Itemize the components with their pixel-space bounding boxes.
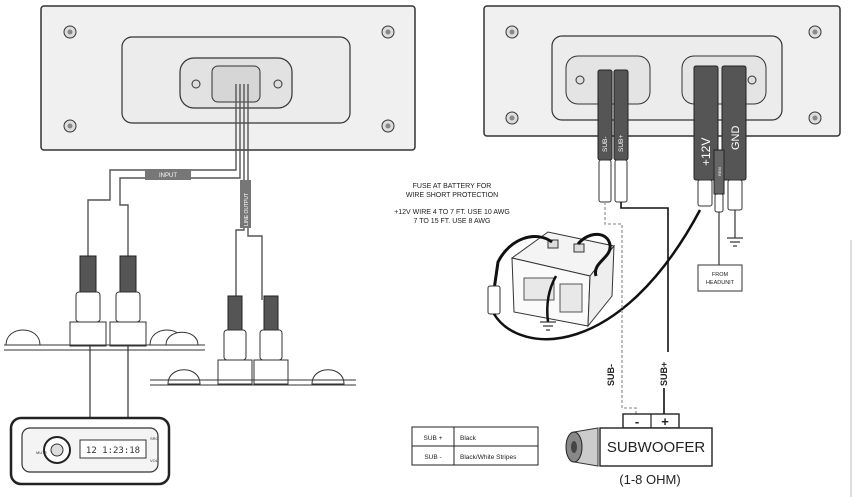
left-amplifier — [40, 5, 416, 151]
legend-terminal: SUB - — [424, 454, 441, 461]
subwoofer-box — [599, 427, 713, 467]
sub-minus-wire — [604, 202, 637, 414]
wire-label-sub-minus: SUB- — [606, 364, 616, 386]
left-rca-wiring — [87, 84, 263, 300]
ferrule-icon — [697, 179, 743, 213]
headunit-button: MUTE — [36, 450, 48, 455]
line-output-label: LINE OUTPUT — [244, 193, 250, 226]
speaker-terminal-plus: + — [661, 414, 669, 429]
rca-plug-icon — [69, 255, 147, 347]
speaker-terminal-minus: - — [635, 414, 639, 429]
terminal-sub-minus: SUB- — [602, 136, 609, 152]
rca-plug-icon — [217, 295, 289, 385]
rca-jack-row — [4, 329, 205, 351]
screw-icon — [505, 25, 822, 125]
ground-icon — [727, 210, 743, 247]
input-cable-label: INPUT — [159, 173, 177, 179]
terminal-remote: REM — [717, 167, 722, 176]
headunit-display: 12 1:23:18 — [86, 446, 140, 456]
svg-text:7 TO 15 FT. USE 8 AWG: 7 TO 15 FT. USE 8 AWG — [414, 218, 491, 225]
legend-terminal: SUB + — [424, 435, 443, 442]
wire-legend-table: SUB + Black SUB - Black/White Stripes — [411, 426, 539, 466]
battery-icon — [510, 231, 615, 328]
subwoofer-title: SUBWOOFER — [607, 439, 706, 456]
fuse-note: FUSE AT BATTERY FOR WIRE SHORT PROTECTIO… — [394, 183, 510, 225]
svg-text:WIRE SHORT PROTECTION: WIRE SHORT PROTECTION — [406, 192, 498, 199]
terminal-sub-plus: SUB+ — [618, 135, 625, 152]
terminal-power: +12V — [699, 138, 713, 166]
rca-jack-row — [150, 369, 356, 386]
ground-icon — [540, 321, 556, 331]
from-headunit-box — [697, 264, 743, 292]
headunit-button: SRC — [150, 436, 159, 441]
headunit: 12 1:23:18 MUTE SRC VOL — [9, 416, 171, 486]
inline-fuse-icon — [487, 285, 501, 315]
sub-terminals — [597, 69, 629, 161]
ferrule-icon — [598, 159, 628, 203]
input-cable-label-bg — [145, 169, 191, 180]
from-headunit-label: FROM — [712, 272, 729, 278]
subwoofer-impedance: (1-8 OHM) — [619, 472, 680, 487]
fused-power-cable — [492, 235, 553, 291]
line-output-label-bg — [240, 180, 251, 228]
power-terminals — [693, 65, 747, 195]
wire-label-sub-plus: SUB+ — [659, 362, 669, 386]
svg-text:FUSE AT BATTERY FOR: FUSE AT BATTERY FOR — [413, 183, 492, 190]
legend-color: Black — [460, 435, 477, 442]
headunit-cables — [89, 346, 129, 420]
from-headunit-label: HEADUNIT — [706, 280, 735, 286]
right-amplifier — [483, 5, 841, 137]
headunit-button: VOL — [150, 458, 159, 463]
terminal-ground: GND — [730, 126, 742, 151]
subwoofer-icon — [565, 427, 599, 467]
svg-text:+12V WIRE 4 TO 7 FT. USE 10 AW: +12V WIRE 4 TO 7 FT. USE 10 AWG — [394, 209, 510, 216]
battery-positive-cable — [576, 232, 612, 277]
battery-ground-cable — [546, 275, 558, 323]
legend-color: Black/White Stripes — [460, 454, 517, 461]
screw-icon — [63, 25, 395, 133]
